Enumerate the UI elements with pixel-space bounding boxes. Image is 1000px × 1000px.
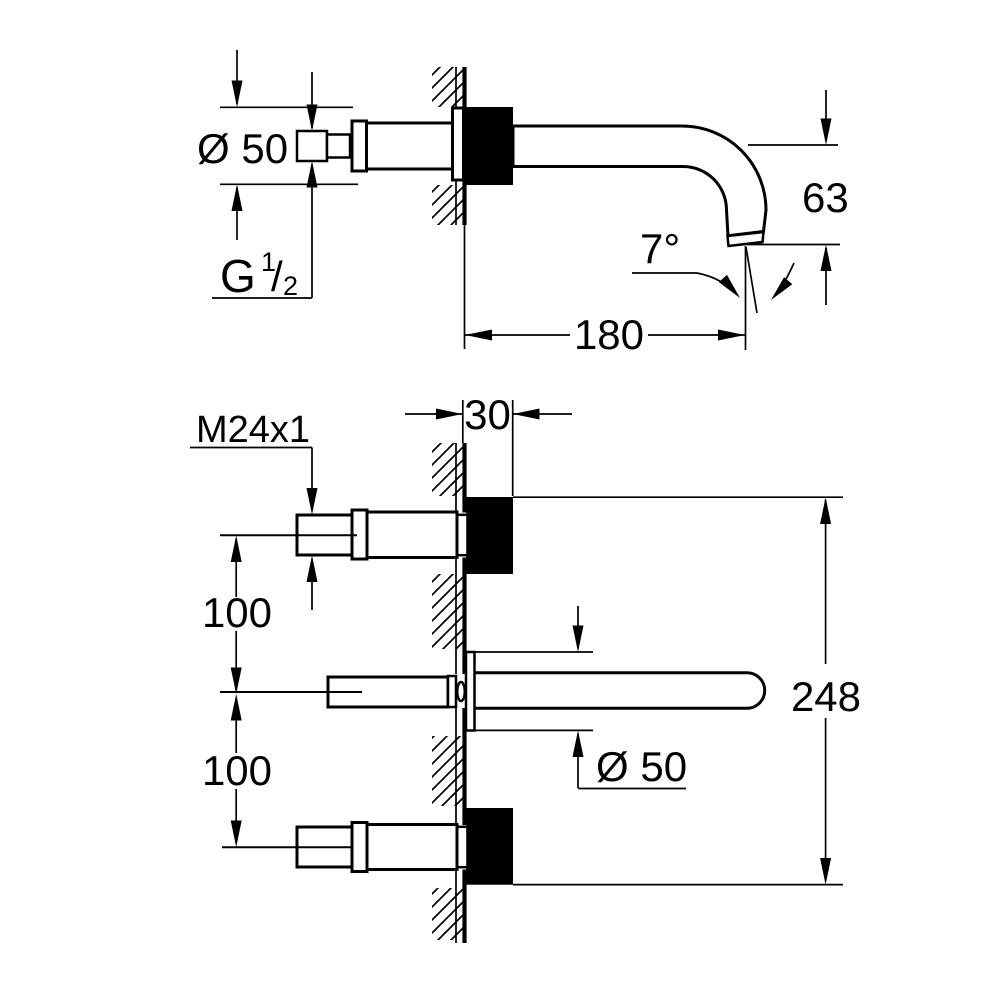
dimension-30: 30: [405, 391, 572, 496]
dim-label-248: 248: [791, 673, 861, 720]
dim-label-diameter-50-top: Ø 50: [197, 125, 288, 172]
dim-label-180: 180: [574, 311, 644, 358]
spout-connector: [446, 674, 458, 709]
aerator-tip: [726, 230, 765, 248]
spout-flange: [464, 650, 476, 732]
dim-label-30: 30: [464, 391, 511, 438]
dim-label-100-upper: 100: [202, 589, 272, 636]
centerlines: [220, 534, 362, 849]
spout-side-profile: [511, 124, 768, 248]
dimension-180: 180: [465, 311, 745, 358]
escutcheon-top-view: [466, 107, 513, 185]
dimension-100-lower: 100: [202, 694, 272, 847]
wall-section-top: [432, 67, 467, 349]
dimension-248: 248: [513, 496, 861, 886]
top-view: Ø 50 G 1 / 2 63: [197, 50, 849, 358]
escutcheon-lower-handle: [466, 808, 513, 885]
dimension-g-half-thread: G 1 / 2: [212, 72, 318, 302]
dimension-63: 63: [747, 90, 849, 305]
dimension-diameter-50-bottom: Ø 50: [475, 606, 687, 790]
dimension-diameter-50-top: Ø 50: [197, 50, 358, 240]
g-half-slash: /: [271, 253, 283, 300]
spout-plan: [326, 650, 767, 732]
dim-label-63: 63: [802, 174, 849, 221]
inlet-valve-side: [295, 106, 465, 182]
escutcheon-upper-handle: [466, 497, 513, 574]
g-half-letter: G: [220, 250, 256, 302]
bottom-view: 30 M24x1 100 100: [190, 391, 861, 943]
dim-label-7deg: 7°: [640, 225, 680, 272]
g-half-numerator: 1: [261, 247, 276, 277]
dim-label-m24x1: M24x1: [196, 409, 310, 451]
dim-label-100-lower: 100: [202, 747, 272, 794]
dim-label-diameter-50-bottom: Ø 50: [596, 743, 687, 790]
dimension-100-upper: 100: [202, 535, 272, 694]
g-half-denominator: 2: [283, 271, 298, 301]
dimension-spray-angle-7deg: 7°: [632, 225, 795, 350]
dimension-m24x1: M24x1: [190, 409, 318, 610]
